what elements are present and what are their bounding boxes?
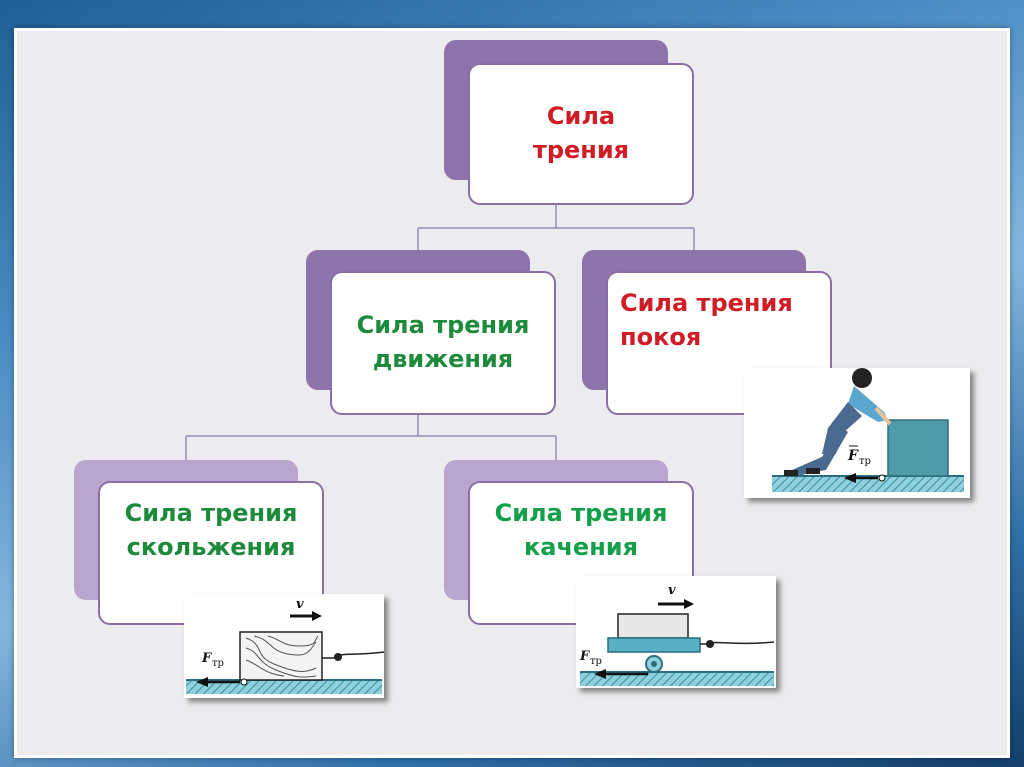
node-root-line2: трения (532, 136, 630, 164)
node-motion-line2: движения (372, 345, 514, 373)
friction-force-label-rolling: F (579, 649, 590, 664)
node-sliding-line2: скольжения (126, 532, 296, 561)
node-rolling-line1: Сила трения (494, 499, 668, 527)
velocity-label-sliding: v (296, 597, 304, 612)
friction-force-label: F (847, 448, 859, 464)
node-motion-line1: Сила трения (356, 311, 530, 340)
node-root-line1: Сила (546, 102, 616, 131)
friction-force-subscript-rolling: тр (590, 656, 602, 667)
node-rolling-line2: качения (523, 532, 639, 561)
friction-force-subscript-sliding: тр (212, 658, 224, 669)
node-sliding-line1: Сила трения (124, 499, 298, 527)
illustration-rolling-cart: v F тр (576, 576, 776, 688)
illustration-sliding-block: v F тр (184, 594, 384, 698)
friction-force-subscript: тр (859, 456, 871, 467)
node-rest-line1: Сила трения (620, 289, 793, 317)
velocity-label-rolling: v (668, 583, 676, 598)
friction-force-label-sliding: F (201, 651, 212, 666)
illustration-pushing-box: F тр (744, 368, 970, 498)
node-rest-line2: покоя (620, 322, 702, 351)
